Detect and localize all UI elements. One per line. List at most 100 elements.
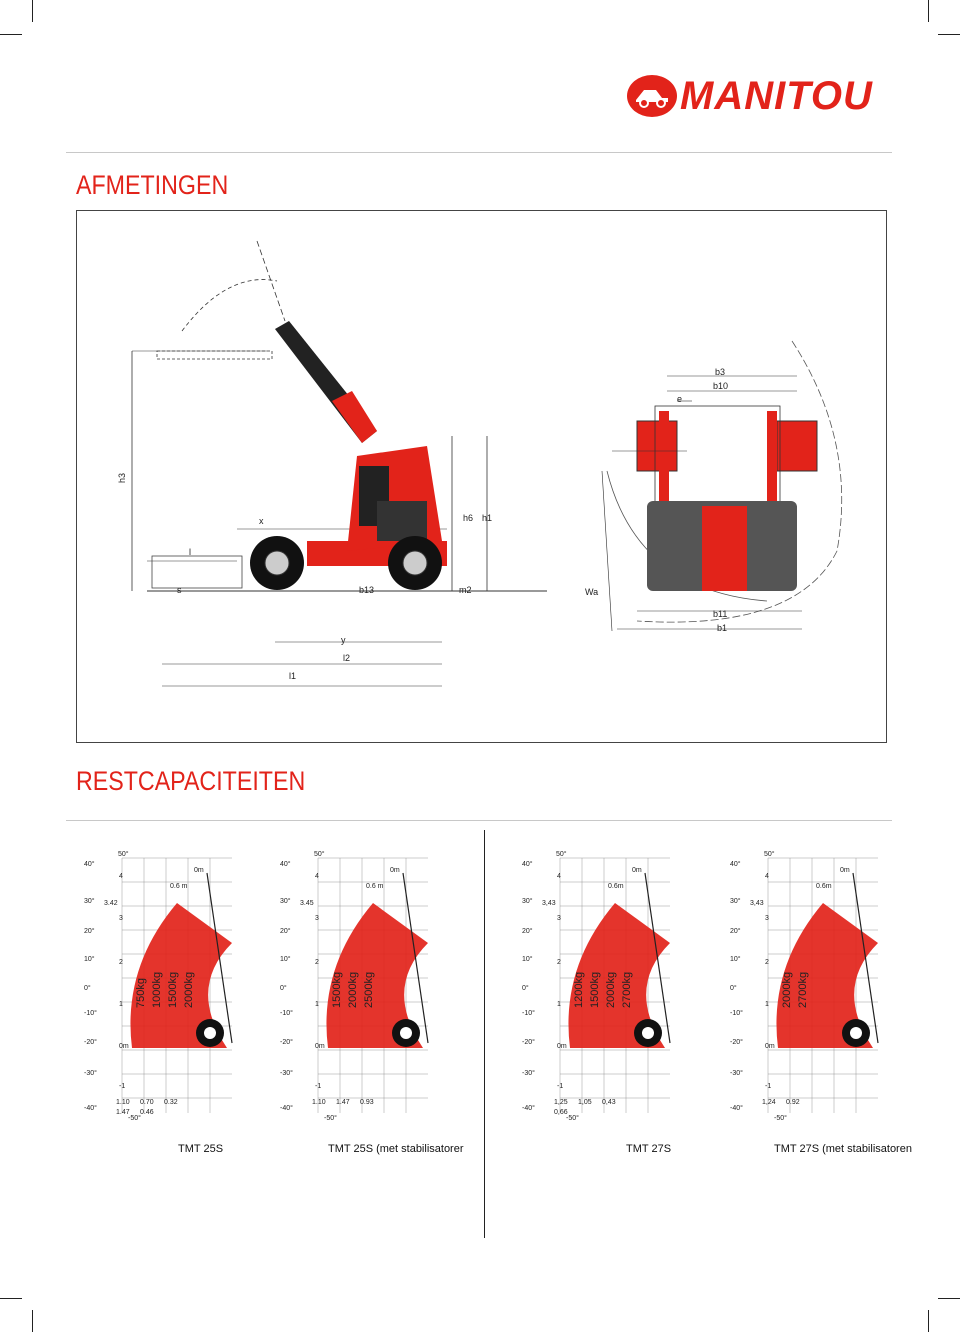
bottom-value: 0.46	[140, 1109, 154, 1116]
height-label: 4	[315, 873, 319, 880]
height-label: 1	[765, 1001, 769, 1008]
height-label: 2	[315, 959, 319, 966]
angle-label: -40°	[280, 1104, 293, 1112]
angle-label: -20°	[730, 1038, 743, 1046]
angle-label: -10°	[522, 1009, 535, 1017]
load-label: 2700kg	[621, 972, 633, 1008]
boom-line	[644, 872, 671, 1044]
height-label: -1	[765, 1083, 771, 1090]
dim-b1: b1	[717, 623, 728, 633]
angle-label: -40°	[84, 1104, 97, 1112]
height-label: 3	[557, 915, 561, 922]
height-label: 0m	[315, 1043, 325, 1050]
dim-l2: l2	[343, 653, 351, 663]
angle-label: -50°	[774, 1114, 787, 1122]
dim-e: e	[677, 394, 683, 404]
load-label: 2000kg	[347, 972, 359, 1008]
angle-label: 40°	[730, 860, 741, 868]
angle-label: 40°	[280, 860, 291, 868]
height-label: 0m	[119, 1043, 129, 1050]
dim-b3: b3	[715, 367, 726, 377]
dim-s: s	[177, 585, 182, 595]
load-label: 2000kg	[605, 972, 617, 1008]
angle-label: 10°	[730, 955, 741, 963]
height-label: 1	[119, 1001, 123, 1008]
chart-caption-3: TMT 27S	[626, 1143, 672, 1155]
crop-mark	[938, 1298, 960, 1299]
wheel-hub-icon	[204, 1027, 216, 1039]
chart-caption-4: TMT 27S (met stabilisatoren	[774, 1143, 912, 1155]
angle-label: 20°	[522, 927, 533, 935]
load-label: 2500kg	[363, 972, 375, 1008]
bottom-value: 0.93	[360, 1099, 374, 1106]
lift-marker: 0.6m	[816, 883, 832, 890]
angle-label: 0°	[730, 984, 737, 992]
angle-label: -20°	[84, 1038, 97, 1046]
angle-label: 30°	[84, 897, 95, 905]
height-label: 2	[119, 959, 123, 966]
dim-l: l	[189, 547, 191, 557]
height-label: -1	[557, 1083, 563, 1090]
lift-marker: 0.6m	[608, 883, 624, 890]
wheel-hub-icon	[642, 1027, 654, 1039]
angle-label: -30°	[730, 1069, 743, 1077]
zero-label: 0m	[194, 867, 204, 874]
height-label: 2	[557, 959, 561, 966]
bottom-value: 0,66	[554, 1109, 568, 1116]
dim-b13: b13	[359, 585, 375, 595]
bottom-value: 1.10	[116, 1099, 130, 1106]
load-label: 1500kg	[167, 972, 179, 1008]
chart-caption-2: TMT 25S (met stabilisatorer	[328, 1143, 464, 1155]
angle-label: 40°	[522, 860, 533, 868]
angle-label: 10°	[84, 955, 95, 963]
angle-label: -30°	[522, 1069, 535, 1077]
capacity-zone	[776, 903, 878, 1048]
lift-marker: 0.6 m	[366, 883, 384, 890]
height-label: 4	[119, 873, 123, 880]
bottom-value: 0.92	[786, 1099, 800, 1106]
load-label: 1000kg	[151, 972, 163, 1008]
bottom-value: 0,43	[602, 1099, 616, 1106]
angle-label: -20°	[522, 1038, 535, 1046]
load-label: 750kg	[135, 978, 147, 1008]
boom-line	[852, 872, 879, 1044]
angle-label: 50°	[314, 850, 325, 858]
column-divider	[484, 830, 485, 1238]
top-divider	[66, 152, 892, 153]
dim-h1: h1	[482, 513, 493, 523]
zero-label: 0m	[632, 867, 642, 874]
dimensions-drawing-frame: h3 h6 h1 x l s b13 m2 y l2 l1 b3 b10 e W…	[76, 210, 887, 743]
load-label: 2000kg	[183, 972, 195, 1008]
manitou-logo	[627, 75, 677, 117]
dim-h6: h6	[463, 513, 474, 523]
crop-mark	[32, 0, 33, 22]
capacity-zone	[130, 903, 232, 1048]
height-label: 4	[765, 873, 769, 880]
height-label: 4	[557, 873, 561, 880]
reach-label: 3.45	[300, 900, 314, 907]
height-label: -1	[119, 1083, 125, 1090]
capacity-zone	[568, 903, 670, 1048]
angle-label: -50°	[324, 1114, 337, 1122]
height-label: 0m	[765, 1043, 775, 1050]
load-label: 1200kg	[573, 972, 585, 1008]
middle-divider	[66, 820, 892, 821]
load-label: 1500kg	[589, 972, 601, 1008]
height-label: 0m	[557, 1043, 567, 1050]
lift-marker: 0.6 m	[170, 883, 188, 890]
angle-label: 20°	[730, 927, 741, 935]
angle-label: -30°	[84, 1069, 97, 1077]
reach-label: 3,43	[542, 900, 556, 907]
angle-label: 10°	[280, 955, 291, 963]
crop-mark	[938, 34, 960, 35]
height-label: 1	[315, 1001, 319, 1008]
bottom-value: 1,05	[578, 1099, 592, 1106]
capacities-title: RESTCAPACITEITEN	[76, 766, 306, 796]
bottom-value: 1.47	[336, 1099, 350, 1106]
dimensions-drawing	[131, 240, 843, 687]
crop-mark	[0, 1298, 22, 1299]
crop-mark	[928, 0, 929, 22]
angle-label: -10°	[280, 1009, 293, 1017]
dim-m2: m2	[459, 585, 472, 595]
